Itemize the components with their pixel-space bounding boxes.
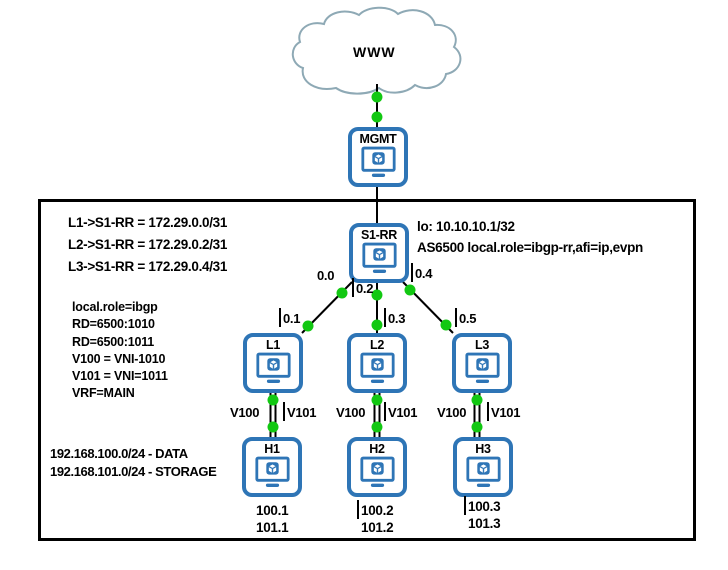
host-ip-h3-data: 100.3 [463, 496, 501, 515]
annotation-line: L3->S1-RR = 172.29.0.4/31 [68, 259, 228, 274]
vm-icon [361, 242, 398, 275]
node-label: L3 [475, 338, 489, 352]
node-label: MGMT [359, 132, 397, 146]
host-ip-h2-data: 100.2 [356, 500, 394, 519]
annotation-line: 192.168.101.0/24 - STORAGE [50, 463, 217, 479]
port-label-0-5: 0.5 [454, 308, 477, 327]
port-label-0-3: 0.3 [383, 308, 406, 327]
host-ip-h1-data: 100.1 [256, 503, 289, 518]
annotation-line: V100 = VNI-1010 [72, 351, 166, 366]
annotation-line: L2->S1-RR = 172.29.0.2/31 [68, 237, 228, 252]
annotation-uplink-subnets: L1->S1-RR = 172.29.0.0/31 L2->S1-RR = 17… [68, 212, 227, 278]
port-label-0-1: 0.1 [278, 308, 301, 327]
endpoint-dot [371, 91, 383, 103]
node-label: S1-RR [360, 228, 397, 242]
annotation-line: local.role=ibgp [72, 300, 158, 314]
annotation-line: V101 = VNI=1011 [72, 369, 168, 384]
annotation-leaf-config: local.role=ibgp RD=6500:1010 RD=6500:101… [72, 299, 168, 403]
node-h3[interactable]: H3 [453, 437, 513, 497]
endpoint-dot [371, 111, 383, 123]
node-label: L2 [370, 338, 384, 352]
host-ip-h1-storage: 101.1 [256, 520, 289, 535]
node-label: H1 [264, 442, 280, 456]
vm-icon [255, 352, 292, 385]
port-label-0-2: 0.2 [351, 278, 374, 297]
node-h1[interactable]: H1 [242, 437, 302, 497]
vlan-label-v100-l3: V100 [437, 405, 467, 420]
node-h2[interactable]: H2 [347, 437, 407, 497]
vm-icon [465, 456, 502, 489]
host-ip-h2-storage: 101.2 [361, 520, 394, 535]
node-label: H2 [369, 442, 385, 456]
node-label: L1 [266, 338, 280, 352]
port-label-0-0: 0.0 [317, 268, 335, 283]
vm-icon [359, 352, 396, 385]
node-label: H3 [475, 442, 491, 456]
vlan-label-v101-l1: V101 [282, 402, 317, 421]
vlan-label-v101-l2: V101 [383, 402, 418, 421]
annotation-line: AS6500 local.role=ibgp-rr,afi=ip,evpn [417, 240, 643, 255]
node-l1[interactable]: L1 [243, 333, 303, 393]
vm-icon [359, 456, 396, 489]
annotation-line: VRF=MAIN [72, 386, 135, 401]
cloud-label: WWW [353, 44, 396, 60]
annotation-line: lo: 10.10.10.1/32 [417, 219, 515, 234]
node-mgmt[interactable]: MGMT [348, 127, 408, 187]
vlan-label-v100-l1: V100 [230, 405, 260, 420]
node-l2[interactable]: L2 [347, 333, 407, 393]
vm-icon [464, 352, 501, 385]
port-label-0-4: 0.4 [410, 263, 433, 282]
host-ip-h3-storage: 101.3 [468, 516, 501, 531]
annotation-line: RD=6500:1010 [72, 317, 155, 332]
vlan-label-v100-l2: V100 [336, 405, 366, 420]
node-l3[interactable]: L3 [452, 333, 512, 393]
annotation-line: L1->S1-RR = 172.29.0.0/31 [68, 215, 228, 230]
annotation-rr-info: lo: 10.10.10.1/32 AS6500 local.role=ibgp… [417, 216, 643, 258]
node-s1-rr[interactable]: S1-RR [349, 223, 409, 283]
vm-icon [254, 456, 291, 489]
annotation-line: RD=6500:1011 [72, 334, 155, 349]
vlan-label-v101-l3: V101 [486, 402, 521, 421]
diagram-boundary-rect [38, 199, 696, 541]
annotation-line: 192.168.100.0/24 - DATA [50, 446, 188, 461]
vm-icon [360, 146, 397, 179]
annotation-host-subnets: 192.168.100.0/24 - DATA 192.168.101.0/24… [50, 445, 217, 480]
